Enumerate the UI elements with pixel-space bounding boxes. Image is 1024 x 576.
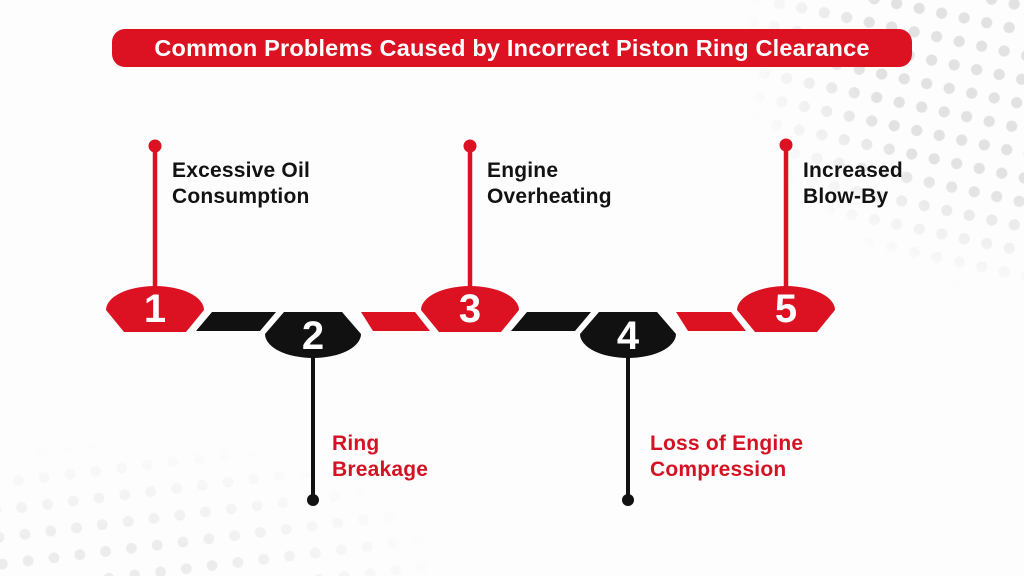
problem-label-1: Excessive Oil Consumption xyxy=(172,158,310,210)
label-line: Excessive Oil xyxy=(172,159,311,182)
marker-number-1: 1 xyxy=(144,287,166,331)
marker-number-5: 5 xyxy=(775,287,797,331)
page-title: Common Problems Caused by Incorrect Pist… xyxy=(154,34,870,61)
marker-shape-3 xyxy=(421,286,519,332)
problem-label-2: Ring Breakage xyxy=(332,431,428,483)
segment-3-4 xyxy=(511,312,591,331)
label-line: Overheating xyxy=(487,185,612,208)
marker-shape-2 xyxy=(265,312,361,358)
problem-label-4: Loss of Engine Compression xyxy=(650,431,803,483)
endpoint-dot-4 xyxy=(622,494,634,506)
label-line: Compression xyxy=(650,458,787,481)
label-line: Ring xyxy=(332,432,380,455)
marker-number-3: 3 xyxy=(459,287,481,331)
label-line: Increased xyxy=(803,159,903,182)
label-line: Loss of Engine xyxy=(650,432,804,455)
problem-label-5: Increased Blow-By xyxy=(803,158,903,210)
marker-shape-4 xyxy=(580,312,676,358)
label-line: Breakage xyxy=(332,458,429,481)
segment-1-2 xyxy=(196,312,276,331)
segment-2-3 xyxy=(361,312,430,331)
endpoint-dot-1 xyxy=(148,139,162,153)
endpoint-dot-5 xyxy=(779,138,793,152)
marker-number-4: 4 xyxy=(617,314,640,358)
problem-label-3: Engine Overheating xyxy=(487,158,612,210)
marker-shape-1 xyxy=(106,286,204,332)
endpoint-dot-2 xyxy=(307,494,319,506)
endpoint-dot-3 xyxy=(463,139,477,153)
marker-shape-5 xyxy=(737,286,835,332)
label-line: Engine xyxy=(487,159,559,182)
segment-4-5 xyxy=(676,312,746,331)
label-line: Consumption xyxy=(172,185,310,208)
title-banner: Common Problems Caused by Incorrect Pist… xyxy=(112,29,912,67)
label-line: Blow-By xyxy=(803,185,889,208)
marker-number-2: 2 xyxy=(302,314,324,358)
